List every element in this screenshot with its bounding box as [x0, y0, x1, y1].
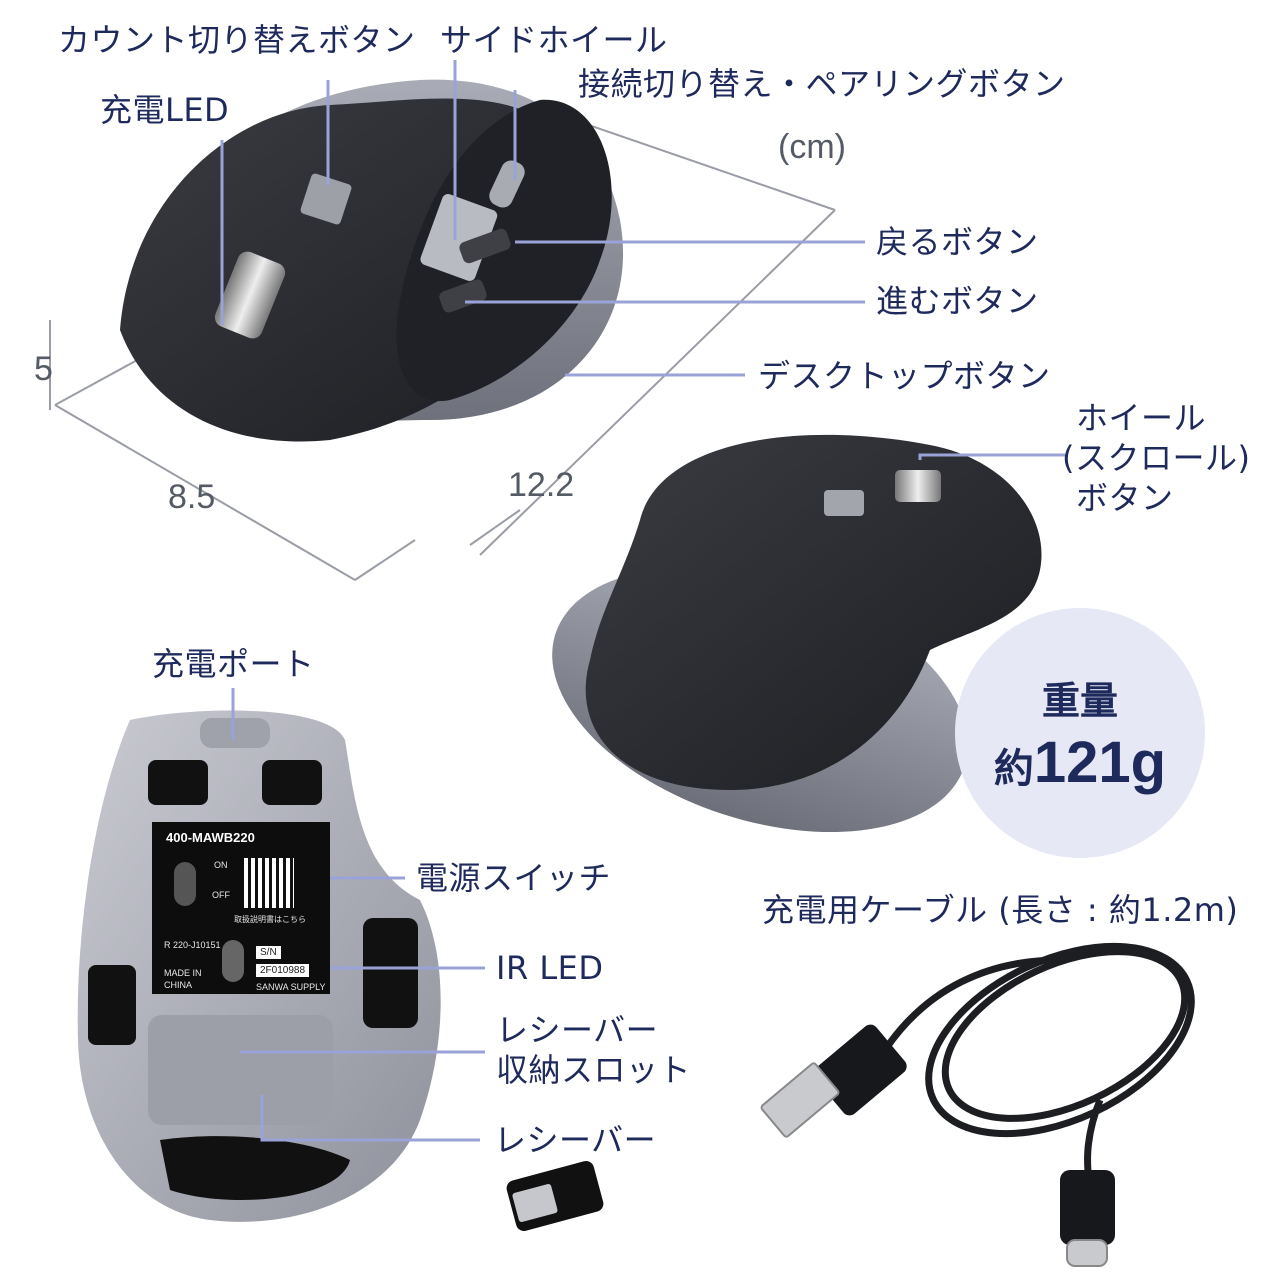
weight-badge: 重量 約121g: [955, 608, 1205, 858]
qr-code: [244, 858, 294, 908]
charge-led-label: 充電LED: [100, 91, 230, 129]
model-number: 400-MAWB220: [166, 830, 255, 845]
certification-text: R 220-J10151: [164, 940, 221, 950]
serial-label: S/N: [256, 946, 281, 959]
forward-button-label: 進むボタン: [876, 282, 1039, 320]
receiver-slot-label-line2: 収納スロット: [496, 1051, 692, 1089]
cable-illustration: [866, 942, 1195, 1196]
unit-label: (cm): [778, 128, 846, 166]
side-wheel-label: サイドホイール: [440, 21, 668, 59]
charge-port-label: 充電ポート: [152, 645, 315, 683]
power-switch-graphic: [174, 862, 196, 906]
height-dimension: 5: [34, 350, 53, 388]
mouse-top-view: [120, 79, 624, 442]
mouse-front-view: [552, 434, 1042, 833]
width-dimension: 8.5: [168, 478, 216, 516]
desktop-button-label: デスクトップボタン: [758, 357, 1051, 395]
weight-value: 121g: [1033, 730, 1167, 795]
made-in-line1: MADE IN: [164, 968, 202, 978]
ir-led-label: IR LED: [496, 949, 604, 987]
manual-text: 取扱説明書はこちら: [234, 915, 306, 924]
weight-prefix: 約: [993, 746, 1034, 792]
connection-pairing-label: 接続切り替え・ペアリングボタン: [578, 65, 1066, 103]
count-switch-label: カウント切り替えボタン: [58, 21, 416, 59]
receiver-slot-label-line1: レシーバー: [496, 1011, 659, 1049]
usb-c-plug: [1060, 1170, 1115, 1267]
switch-on-text: ON: [214, 860, 228, 870]
receiver-label: レシーバー: [494, 1121, 657, 1159]
usb-a-plug: [760, 1024, 907, 1138]
made-in-line2: CHINA: [164, 980, 193, 990]
length-dimension: 12.2: [508, 466, 575, 504]
weight-title: 重量: [1041, 679, 1118, 723]
product-label-sticker: 400-MAWB220 ON OFF 取扱説明書はこちら R 220-J1015…: [152, 822, 330, 994]
weight-value-line: 約121g: [994, 729, 1166, 796]
brand-text: SANWA SUPPLY: [256, 982, 326, 992]
cable-label: 充電用ケーブル (長さ : 約1.2m): [762, 891, 1239, 929]
back-button-label: 戻るボタン: [876, 223, 1039, 261]
receiver-illustration: [506, 1161, 604, 1231]
switch-off-text: OFF: [212, 890, 230, 900]
ir-led-graphic: [222, 940, 244, 982]
wheel-label-line3: ボタン: [1076, 479, 1174, 517]
serial-number: 2F010988: [256, 964, 310, 977]
wheel-label-line1: ホイール: [1076, 399, 1207, 437]
power-switch-label: 電源スイッチ: [416, 859, 612, 897]
wheel-label-line2: (スクロール): [1062, 439, 1251, 477]
